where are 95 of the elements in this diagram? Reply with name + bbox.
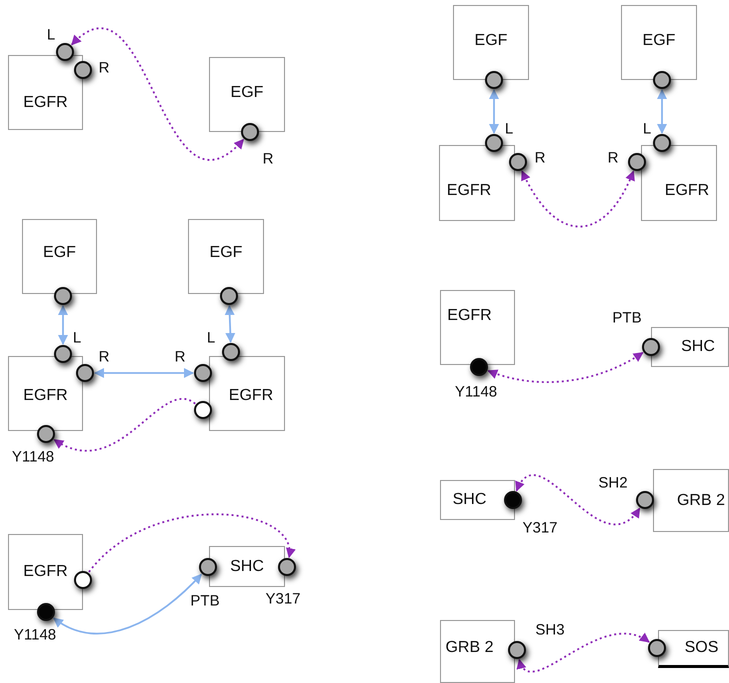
binding-site-circle bbox=[199, 558, 217, 576]
site-label: L bbox=[46, 26, 56, 44]
site-label: R bbox=[98, 60, 110, 76]
protein-name: EGF bbox=[642, 32, 676, 50]
protein-name: EGF bbox=[474, 32, 508, 50]
binding-site-circle bbox=[642, 338, 660, 356]
protein-box bbox=[641, 145, 717, 221]
arrow bbox=[94, 368, 194, 378]
protein-name: SHC bbox=[230, 558, 264, 576]
binding-site-circle bbox=[653, 134, 671, 152]
arrow bbox=[489, 89, 499, 134]
protein-name: EGF bbox=[43, 244, 76, 262]
protein-box bbox=[8, 534, 83, 610]
protein-box bbox=[188, 219, 264, 294]
protein-name: EGFR bbox=[23, 563, 68, 581]
binding-site-circle bbox=[37, 603, 55, 621]
protein-name: EGF bbox=[210, 244, 242, 262]
protein-name: EGF bbox=[230, 84, 264, 102]
protein-name: SOS bbox=[684, 639, 718, 657]
dotted-arrow bbox=[487, 352, 644, 383]
protein-name: SHC bbox=[452, 491, 486, 509]
protein-name: EGFR bbox=[23, 94, 68, 112]
binding-site-circle bbox=[54, 287, 72, 305]
dotted-arrow bbox=[71, 28, 244, 161]
protein-box bbox=[621, 5, 697, 80]
protein-box bbox=[209, 57, 285, 132]
site-label: Y317 bbox=[522, 520, 558, 536]
binding-site-circle bbox=[648, 639, 666, 657]
binding-site-circle bbox=[54, 345, 72, 363]
site-label: L bbox=[72, 330, 82, 346]
site-label: PTB bbox=[190, 592, 220, 610]
protein-name: GRB 2 bbox=[445, 638, 494, 656]
binding-site-circle bbox=[485, 134, 503, 152]
binding-site-circle bbox=[628, 153, 646, 171]
dotted-arrow bbox=[521, 170, 634, 228]
binding-site-circle bbox=[504, 491, 522, 509]
protein-box bbox=[209, 546, 285, 587]
protein-box bbox=[22, 219, 97, 294]
binding-site-circle bbox=[509, 153, 527, 171]
binding-site-circle bbox=[194, 364, 212, 382]
binding-site-circle bbox=[74, 571, 92, 589]
site-label: R bbox=[262, 150, 274, 168]
dotted-arrow bbox=[516, 474, 640, 526]
binding-site-circle bbox=[37, 425, 55, 443]
arrow bbox=[52, 574, 202, 634]
site-label: SH3 bbox=[535, 622, 565, 638]
site-label: R bbox=[534, 150, 546, 166]
binding-site-circle bbox=[278, 558, 296, 576]
binding-site-circle bbox=[194, 401, 212, 419]
protein-box bbox=[651, 327, 729, 367]
protein-name: SHC bbox=[681, 338, 715, 356]
protein-box bbox=[440, 480, 515, 520]
site-label: Y317 bbox=[265, 590, 301, 608]
protein-box bbox=[658, 630, 729, 668]
protein-box bbox=[209, 356, 285, 431]
protein-box bbox=[8, 356, 83, 431]
site-label: L bbox=[642, 120, 652, 138]
protein-name: EGFR bbox=[23, 386, 68, 404]
protein-box bbox=[440, 620, 515, 683]
protein-box bbox=[439, 145, 515, 221]
binding-site-circle bbox=[636, 491, 654, 509]
site-label: L bbox=[206, 330, 216, 346]
binding-site-circle bbox=[74, 61, 92, 79]
site-label: R bbox=[608, 150, 618, 166]
site-label: SH2 bbox=[598, 474, 628, 492]
protein-name: GRB 2 bbox=[676, 492, 725, 510]
protein-box bbox=[453, 5, 529, 80]
binding-site-circle bbox=[220, 287, 238, 305]
dotted-arrow bbox=[53, 398, 196, 452]
protein-name: EGFR bbox=[664, 182, 710, 200]
site-label: R bbox=[98, 348, 110, 366]
binding-site-circle bbox=[56, 43, 74, 61]
binding-site-circle bbox=[222, 343, 240, 361]
site-label: Y1148 bbox=[454, 384, 498, 400]
binding-site-circle bbox=[653, 71, 671, 89]
protein-box bbox=[653, 469, 729, 532]
protein-box bbox=[440, 290, 515, 365]
binding-site-circle bbox=[76, 364, 94, 382]
protein-name: EGFR bbox=[447, 306, 492, 324]
site-label: L bbox=[504, 120, 514, 138]
protein-box bbox=[8, 55, 83, 130]
protein-name: EGFR bbox=[446, 182, 492, 200]
arrow bbox=[58, 305, 68, 345]
binding-site-circle bbox=[470, 358, 488, 376]
dotted-arrow bbox=[518, 632, 650, 672]
arrow bbox=[657, 89, 667, 134]
site-label: R bbox=[174, 348, 186, 366]
site-label: PTB bbox=[612, 310, 642, 326]
site-label: Y1148 bbox=[12, 448, 54, 466]
binding-site-circle bbox=[508, 641, 526, 659]
site-label: Y1148 bbox=[14, 626, 56, 644]
binding-site-circle bbox=[485, 71, 503, 89]
dotted-arrow bbox=[88, 513, 294, 573]
arrow bbox=[224, 305, 236, 343]
protein-name: EGFR bbox=[228, 386, 274, 404]
